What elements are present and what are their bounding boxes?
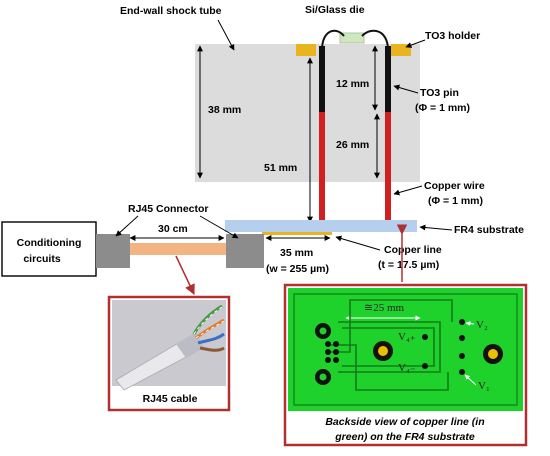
rj45-connector-left xyxy=(96,234,130,268)
dim-12-label: 12 mm xyxy=(336,78,369,90)
copper-line-label: Copper line xyxy=(384,244,442,256)
pcb-caption-line1: Backside view of copper line (in xyxy=(325,416,484,428)
to3-pin-arrow xyxy=(393,84,419,94)
dim-26-label: 26 mm xyxy=(336,139,369,151)
copper-line-arrow xyxy=(335,235,381,251)
copper-wire-label: Copper wire xyxy=(424,180,485,192)
line-width-label: (w = 255 µm) xyxy=(266,263,329,275)
pcb-arrow-v2 xyxy=(465,321,475,327)
rj45-connector-label: RJ45 Connector xyxy=(128,203,209,215)
pcb-arrow-v1 xyxy=(464,374,477,386)
die-label: Si/Glass die xyxy=(305,4,365,16)
copper-line-thickness: (t = 17.5 µm) xyxy=(378,259,439,271)
copper-line-strip xyxy=(262,232,332,235)
conditioning-line2: circuits xyxy=(23,253,61,265)
bond-wire-left xyxy=(321,29,345,51)
copper-wire-arrow xyxy=(393,185,423,196)
rj45-arrow-right xyxy=(199,215,239,239)
end-wall-arrow xyxy=(217,19,235,51)
to3-holder-left xyxy=(296,44,316,56)
conditioning-circuits-box xyxy=(1,221,97,277)
rj45-cable-photo xyxy=(115,304,225,391)
pcb-label-v1: V₁ xyxy=(478,380,490,392)
rj45-connector-right xyxy=(226,234,264,268)
rj45-cable xyxy=(130,243,226,255)
pcb-label-v4p: V₄₊ xyxy=(398,331,416,343)
copper-wire-diameter: (Φ = 1 mm) xyxy=(428,195,483,207)
dim-30cm-label: 30 cm xyxy=(158,223,188,235)
to3-pin-diameter: (Φ = 1 mm) xyxy=(415,102,470,114)
to3-pin-left-upper xyxy=(319,46,325,112)
to3-holder-arrow xyxy=(405,39,426,48)
to3-pin-right-lower xyxy=(385,112,391,230)
pcb-label-v2: V₂ xyxy=(476,319,488,331)
fr4-label: FR4 substrate xyxy=(454,224,524,236)
dim-38-label: 38 mm xyxy=(208,104,241,116)
rj45-arrow-left xyxy=(115,215,139,237)
bond-wire-right xyxy=(361,29,389,51)
dim-51-label: 51 mm xyxy=(264,162,297,174)
fr4-substrate xyxy=(225,220,417,232)
end-wall-label: End-wall shock tube xyxy=(120,5,222,17)
fr4-arrow xyxy=(419,224,453,231)
pcb-caption-line2: green) on the FR4 substrate xyxy=(334,431,475,443)
to3-holder-label: TO3 holder xyxy=(425,30,480,42)
pcb-inner-border xyxy=(293,293,518,406)
pointer-to-rj45-panel xyxy=(175,255,195,295)
pcb-label-v4m: V₄₋ xyxy=(398,362,416,374)
pcb-pads xyxy=(315,319,503,385)
pcb-traces xyxy=(330,299,453,391)
to3-pin-left-lower xyxy=(319,112,325,230)
dim-35-label: 35 mm xyxy=(280,247,313,259)
pcb-spacing-label: ≅25 mm xyxy=(364,302,405,314)
rj45-panel-caption: RJ45 cable xyxy=(143,393,198,405)
to3-pin-right-upper xyxy=(385,46,391,112)
si-glass-die xyxy=(339,32,365,44)
conditioning-line1: Conditioning xyxy=(17,237,82,249)
to3-pin-label: TO3 pin xyxy=(420,87,459,99)
